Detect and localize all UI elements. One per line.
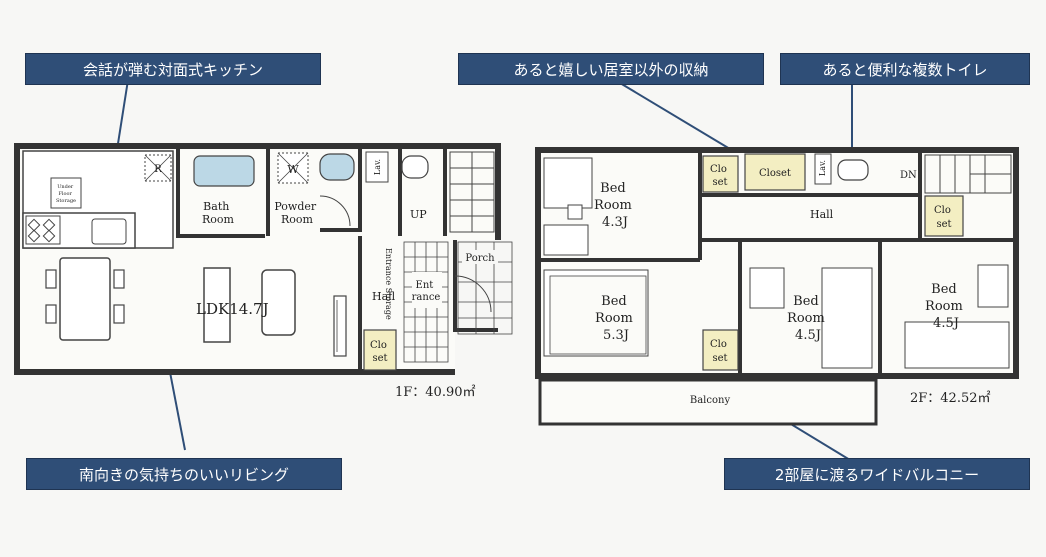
- closet-hall-label: Closet: [759, 168, 791, 179]
- washbasin: [319, 153, 355, 181]
- stairs-1f: [449, 151, 495, 233]
- bed-45b-label-3: 4.5J: [933, 316, 959, 331]
- toilet-1f: [401, 155, 429, 179]
- bathtub: [193, 155, 255, 187]
- svg-text:Under Floor St: Under Floor Storage: [56, 184, 76, 204]
- bed-45a-desk: [749, 267, 785, 309]
- bed-43-label-2: Room: [594, 198, 632, 213]
- bed-45a-label-3: 4.5J: [795, 328, 821, 343]
- bed-45b-desk: [977, 264, 1009, 308]
- bed-45b-label-2: Room: [925, 299, 963, 314]
- closet-2f-a: [702, 155, 739, 193]
- callout-toilet: あると便利な複数トイレ: [780, 53, 1030, 85]
- balcony-label: Balcony: [690, 395, 731, 406]
- bed-45a-label-1: Bed: [793, 294, 819, 309]
- svg-text:Bath Room: Bath Room: [202, 200, 235, 226]
- second-floor-plan: Balcony Clo set Closet Clo: [535, 147, 1019, 426]
- closet-2f-c-label-1: Clo: [710, 339, 727, 350]
- closet-2f-a-label-1: Clo: [710, 164, 727, 175]
- bed-43-label-1: Bed: [600, 181, 626, 196]
- bath-label-2: Room: [202, 213, 235, 226]
- closet-2f-b: [924, 195, 964, 237]
- bed-53-label-3: 5.3J: [603, 328, 629, 343]
- svg-text:Bed Room 4.3J: Bed Room 4.3J: [594, 181, 636, 230]
- callout-living: 南向きの気持ちのいいリビング: [26, 458, 342, 490]
- svg-text:Bed Room 4.5J: Bed Room 4.5J: [787, 294, 829, 343]
- entrance-storage-label: Entrance Storage: [384, 248, 393, 320]
- svg-text:Bed Room 4.5J: Bed Room 4.5J: [925, 282, 967, 331]
- svg-text:Ent rance: Ent rance: [412, 280, 441, 303]
- lav-label-2f: Lav.: [818, 160, 827, 176]
- first-floor-plan: Under Floor Storage R LDK14.7J: [14, 143, 513, 400]
- callout-kitchen: 会話が弾む対面式キッチン: [25, 53, 321, 85]
- svg-text:Powder Room: Powder Room: [274, 200, 319, 226]
- dining-chairs: [45, 269, 125, 324]
- hall-label-1f: Hall: [372, 290, 396, 303]
- floor2-area: 2F：42.52㎡: [910, 391, 991, 406]
- powder-label-1: Powder: [274, 200, 317, 213]
- underfloor-label-2: Floor: [58, 191, 72, 197]
- callout-balcony: 2部屋に渡るワイドバルコニー: [724, 458, 1030, 490]
- svg-text:Clo set: Clo set: [370, 340, 390, 364]
- underfloor-storage: [50, 177, 82, 209]
- bed-45a-bed: [821, 267, 873, 369]
- hall-label-2f: Hall: [810, 208, 834, 221]
- powder-label-2: Room: [281, 213, 314, 226]
- refrigerator-label: R: [154, 164, 162, 175]
- svg-text:Clo set: Clo set: [710, 339, 730, 364]
- bed-43-label-3: 4.3J: [602, 215, 628, 230]
- bed-43-furniture: [543, 157, 593, 209]
- svg-text:Bed Room 5.3J: Bed Room 5.3J: [595, 294, 637, 343]
- porch-label: Porch: [465, 253, 495, 264]
- dining-table: [59, 257, 111, 341]
- closet-2f-c-label-2: set: [712, 353, 727, 364]
- closet-2f-hall: [744, 153, 806, 191]
- balcony: [538, 378, 878, 426]
- bed-53-label-2: Room: [595, 311, 633, 326]
- entrance-label-1: Ent: [416, 280, 434, 291]
- bed-45b-label-1: Bed: [931, 282, 957, 297]
- closet-1f-label-1: Clo: [370, 340, 387, 351]
- bath-label-1: Bath: [203, 200, 229, 213]
- tv-board: [333, 295, 347, 357]
- underfloor-label-1: Under: [57, 184, 74, 190]
- lav-label-1f: Lav.: [373, 159, 382, 175]
- up-label: UP: [410, 208, 427, 221]
- closet-2f-c: [702, 329, 739, 371]
- washer-label: W: [287, 163, 299, 176]
- bed-45a-label-2: Room: [787, 311, 825, 326]
- callout-storage: あると嬉しい居室以外の収納: [458, 53, 764, 85]
- closet-2f-b-label-2: set: [936, 219, 951, 230]
- sofa: [203, 267, 231, 343]
- dn-label: DN: [900, 170, 917, 181]
- kitchen-sink: [91, 218, 127, 245]
- stairs-2f: [924, 154, 1012, 194]
- svg-text:Clo set: Clo set: [934, 205, 954, 230]
- ldk-label: LDK14.7J: [196, 300, 269, 318]
- bed-45b-bed: [904, 321, 1010, 369]
- toilet-2f: [837, 159, 869, 181]
- svg-text:Clo set: Clo set: [710, 164, 730, 188]
- closet-2f-b-label-1: Clo: [934, 205, 951, 216]
- floor1-area: 1F：40.90㎡: [395, 385, 476, 400]
- closet-2f-a-label-2: set: [712, 177, 727, 188]
- closet-1f: [363, 329, 397, 371]
- entrance-label-2: rance: [412, 292, 441, 303]
- coffee-table: [261, 269, 296, 336]
- underfloor-label-3: Storage: [56, 198, 76, 204]
- closet-1f-label-2: set: [372, 353, 387, 364]
- bed-53-label-1: Bed: [601, 294, 627, 309]
